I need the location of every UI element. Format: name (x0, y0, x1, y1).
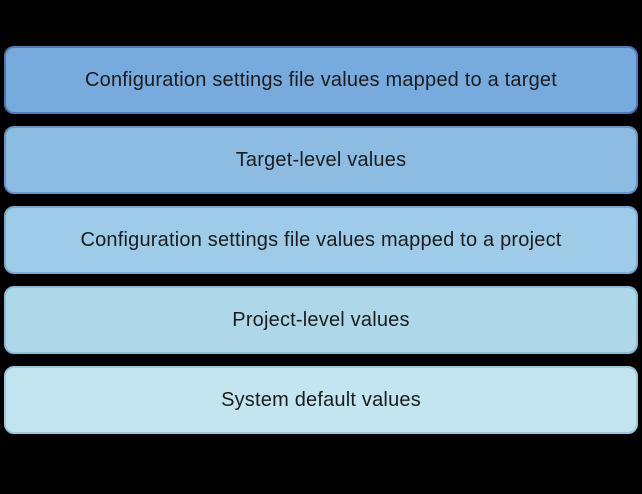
bar-label-target-level-values: Target-level values (235, 148, 407, 171)
bar-label-project-level-values: Project-level values (232, 308, 410, 331)
bar-config-file-values-target: Configuration settings file values mappe… (4, 46, 638, 114)
bar-target-level-values: Target-level values (4, 126, 638, 194)
bar-label-config-file-values-project: Configuration settings file values mappe… (80, 228, 562, 251)
bar-config-file-values-project: Configuration settings file values mappe… (4, 206, 638, 274)
bar-label-config-file-values-target: Configuration settings file values mappe… (85, 68, 557, 91)
bar-system-default-values: System default values (4, 366, 638, 434)
bar-label-system-default-values: System default values (221, 388, 421, 411)
bar-project-level-values: Project-level values (4, 286, 638, 354)
